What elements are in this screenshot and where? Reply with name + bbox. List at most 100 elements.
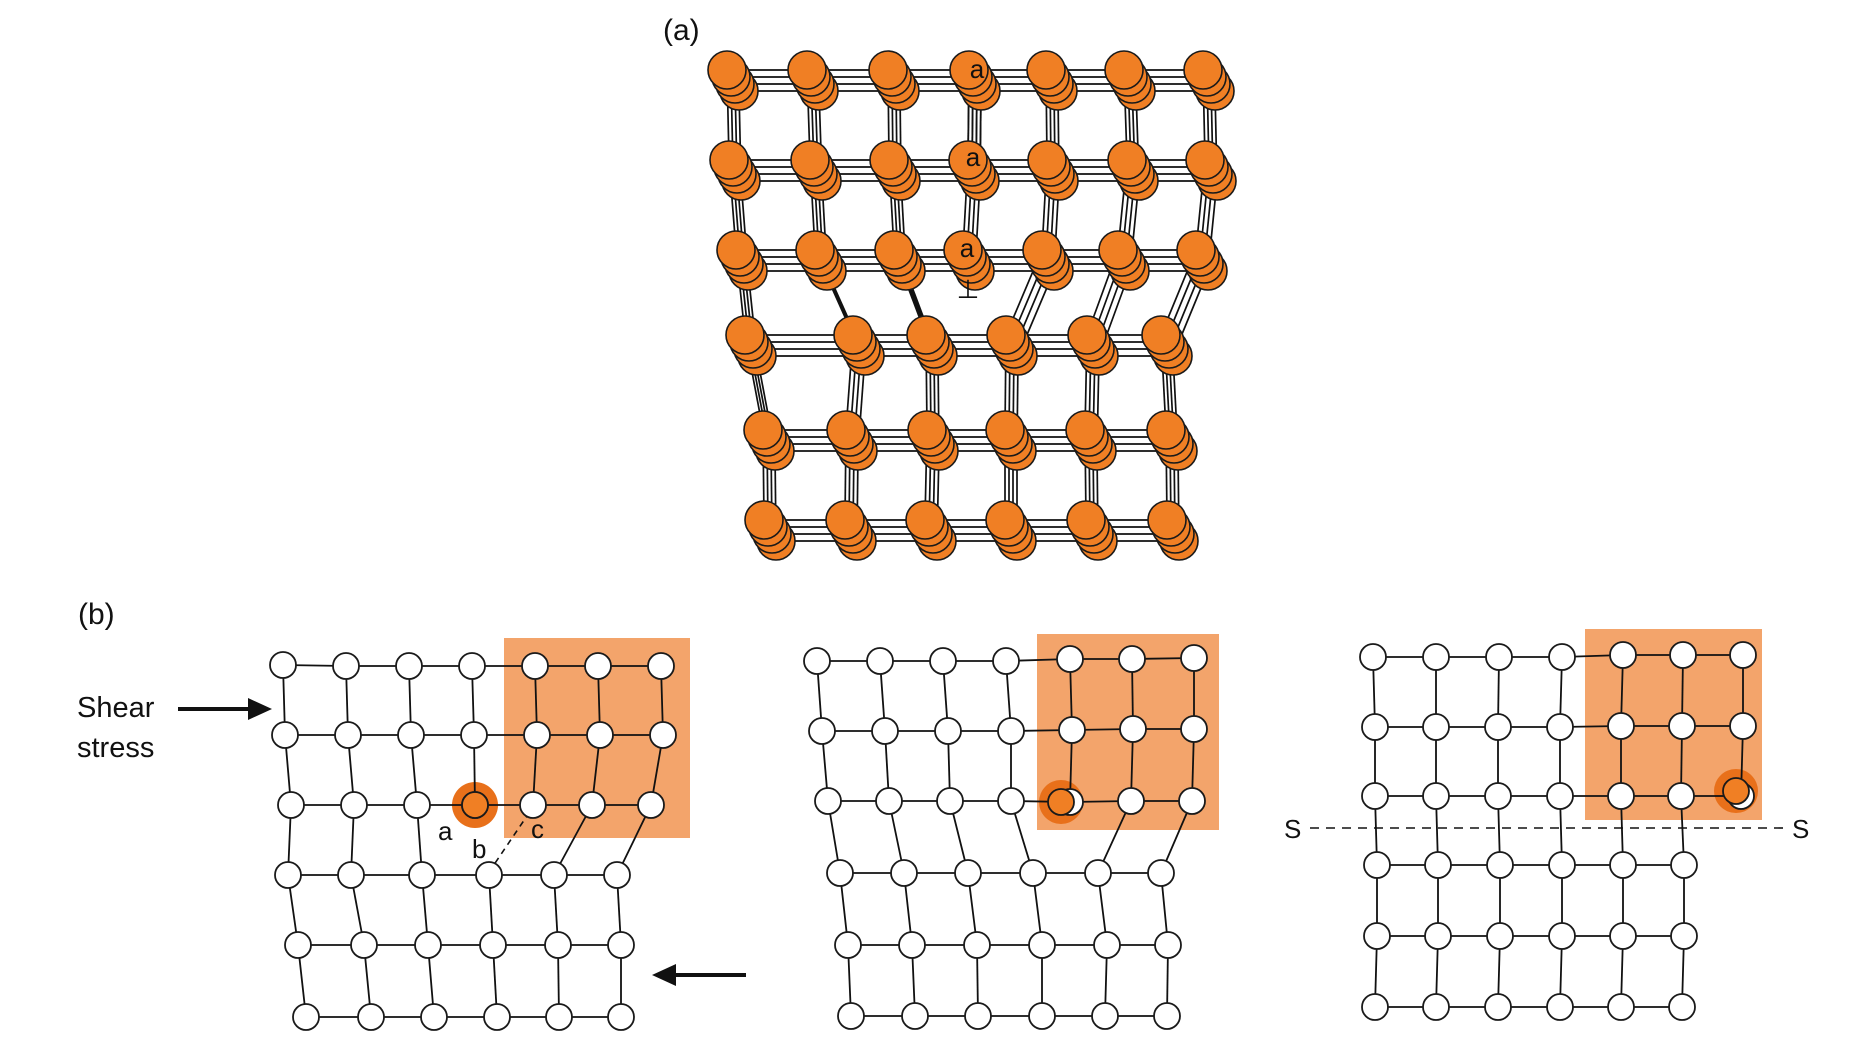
atom-sphere [795, 230, 835, 270]
lattice-atom [540, 861, 568, 889]
lattice-atom [1361, 782, 1389, 810]
slip-plane-label-right: S [1792, 814, 1809, 844]
atom-sphere [906, 315, 946, 355]
plane-label-b: b [472, 834, 486, 864]
atom-sphere [986, 315, 1026, 355]
atom-sphere [725, 315, 765, 355]
lattice-atom [1548, 643, 1576, 671]
lattice-atom [408, 861, 436, 889]
slip-plane-label-left: S [1284, 814, 1301, 844]
atom-sphere [1141, 315, 1181, 355]
lattice-atom [607, 1003, 635, 1031]
lattice-atom [1028, 1002, 1056, 1030]
lattice-atom [1486, 851, 1514, 879]
atom-sphere [825, 500, 865, 540]
lattice-atom [607, 931, 635, 959]
shear-arrow-bottom [652, 964, 746, 986]
lattice-atom [1028, 931, 1056, 959]
lattice-atom [1119, 715, 1147, 743]
lattice-atom [1609, 851, 1637, 879]
atom-sphere [790, 140, 830, 180]
lattice-atom [271, 721, 299, 749]
atom-sphere [1022, 230, 1062, 270]
atom-sphere [874, 230, 914, 270]
atom-sphere [1147, 500, 1187, 540]
lattice-atom [603, 861, 631, 889]
lattice-atom [637, 791, 665, 819]
lattice-atom [1154, 931, 1182, 959]
highlighted-atom [1722, 777, 1750, 805]
lattice-atom [1670, 851, 1698, 879]
lattice-atom [1669, 641, 1697, 669]
atom-sphere [1026, 50, 1066, 90]
plane-label-a: a [438, 816, 453, 846]
lattice-atom [1056, 645, 1084, 673]
shear-label-line2: stress [77, 732, 154, 764]
lattice-atom [1147, 859, 1175, 887]
shear-label-line1: Shear [77, 692, 155, 724]
atom-sphere [949, 50, 989, 90]
lattice-atom [954, 859, 982, 887]
atom-sphere [1098, 230, 1138, 270]
lattice-atom [1153, 1002, 1181, 1030]
lattice-atom [1422, 993, 1450, 1021]
panel-a-lattice: (a) a a a ⊥ [663, 14, 1237, 561]
atom-sphere [943, 230, 983, 270]
lattice-atom [269, 651, 297, 679]
atom-sphere [1104, 50, 1144, 90]
lattice-atom [460, 721, 488, 749]
lattice-atom [420, 1003, 448, 1031]
lattice-atom [1670, 922, 1698, 950]
lattice-atom [1546, 713, 1574, 741]
atom-sphere [1146, 410, 1186, 450]
atom-sphere [985, 410, 1025, 450]
lattice-atom [340, 791, 368, 819]
lattice-atom [483, 1003, 511, 1031]
lattice-atom [458, 652, 486, 680]
lattice-atom [890, 859, 918, 887]
lattice-atom [898, 931, 926, 959]
lattice-atom [1609, 641, 1637, 669]
lattice-atom [586, 721, 614, 749]
lattice-atom [1607, 993, 1635, 1021]
lattice-atom [1484, 713, 1512, 741]
lattice-atom [475, 861, 503, 889]
lattice-atom [1546, 782, 1574, 810]
lattice-atom [647, 652, 675, 680]
lattice-atom [992, 647, 1020, 675]
highlighted-atom [461, 791, 489, 819]
panel-b-lattices: (b) S S a b c Shear stress [77, 598, 1809, 1031]
lattice-atom [337, 861, 365, 889]
lattice-atom [1091, 1002, 1119, 1030]
atom-sphere [907, 410, 947, 450]
lattice-atom [1180, 644, 1208, 672]
lattice-atom [808, 717, 836, 745]
lattice-atom [1548, 922, 1576, 950]
atom-sphere [1067, 315, 1107, 355]
lattice-atom [1607, 782, 1635, 810]
panel-b-bonds [282, 654, 1744, 1018]
lattice-atom [1609, 922, 1637, 950]
lattice-atom [1424, 922, 1452, 950]
dislocation-symbol: ⊥ [957, 274, 980, 304]
panel-a-label: (a) [663, 14, 700, 47]
lattice-atom [545, 1003, 573, 1031]
lattice-atom [357, 1003, 385, 1031]
lattice-atom [963, 931, 991, 959]
plane-label-c: c [531, 814, 544, 844]
lattice-atom [397, 721, 425, 749]
lattice-atom [1363, 922, 1391, 950]
lattice-atom [826, 859, 854, 887]
atom-sphere [707, 50, 747, 90]
lattice-atom [395, 652, 423, 680]
atom-sphere [1183, 50, 1223, 90]
lattice-atom [1363, 851, 1391, 879]
atom-sphere [905, 500, 945, 540]
lattice-atom [519, 791, 547, 819]
lattice-atom [1485, 643, 1513, 671]
atom-sphere [1176, 230, 1216, 270]
lattice-atom [521, 652, 549, 680]
lattice-atom [1484, 993, 1512, 1021]
atom-sphere [1066, 500, 1106, 540]
